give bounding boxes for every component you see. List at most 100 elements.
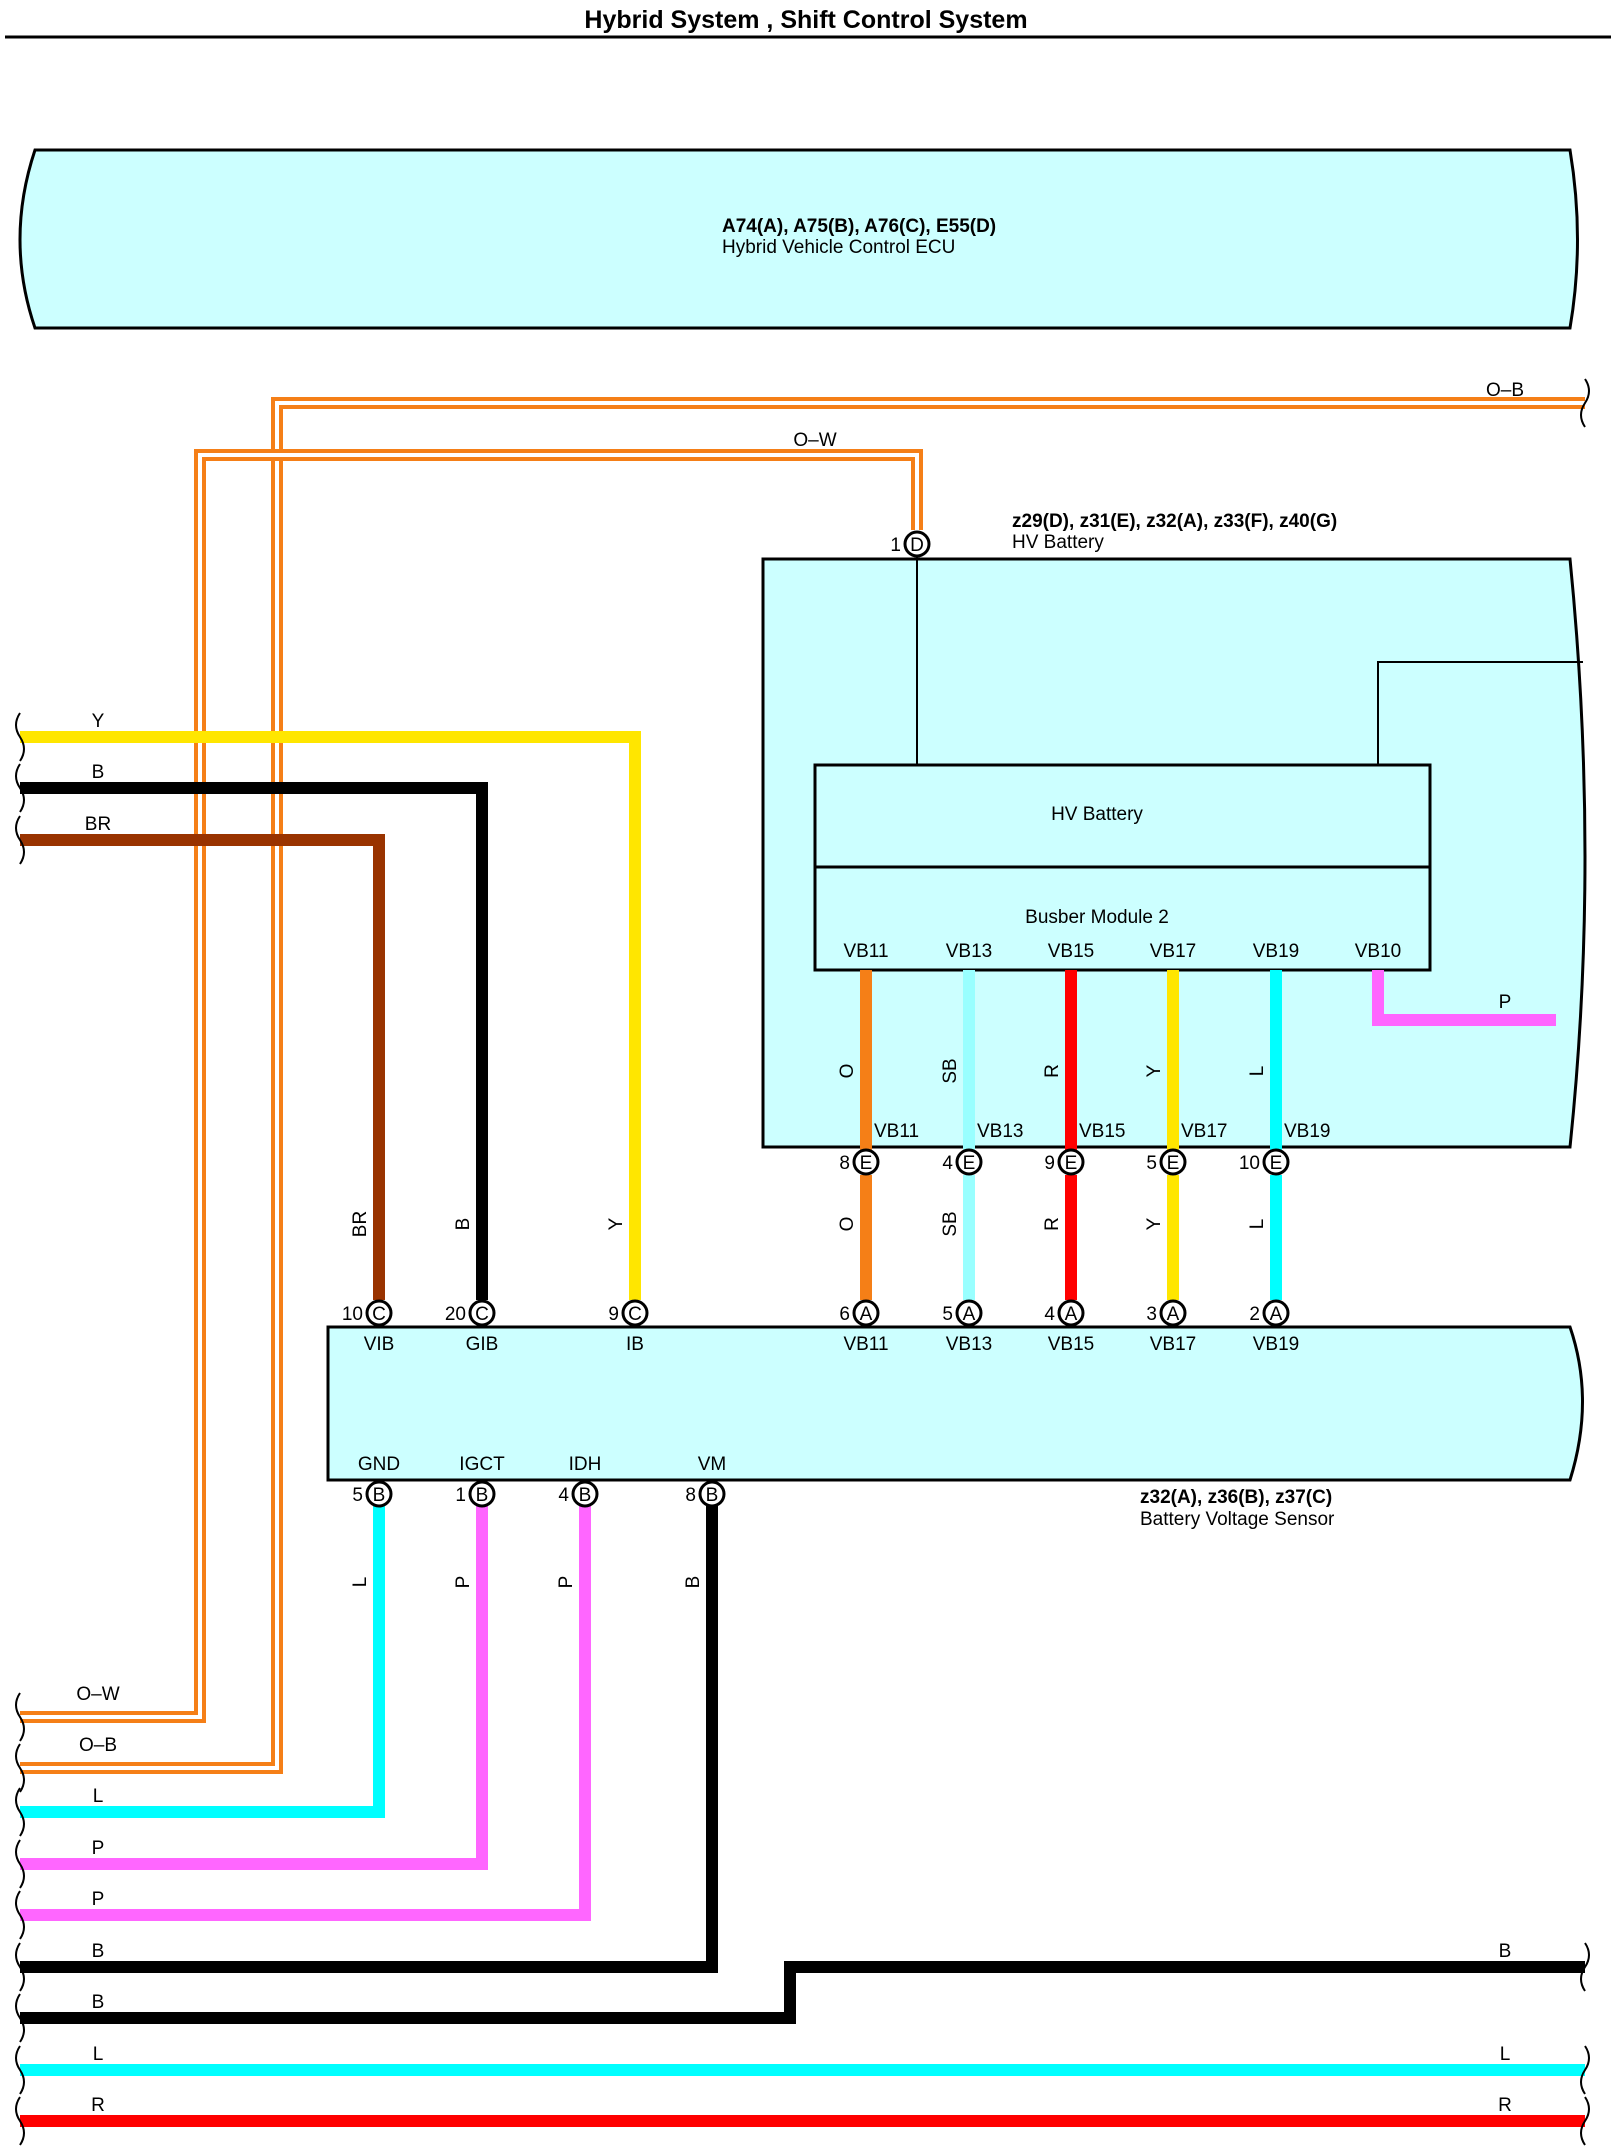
pin-name-e9: VB15	[1079, 1121, 1125, 1142]
wire-b-gib	[20, 782, 488, 1300]
wire-label-o-w-top: O–W	[793, 430, 836, 451]
wire-label-y-left: Y	[92, 711, 105, 732]
page-title: Hybrid System , Shift Control System	[584, 6, 1027, 34]
pin-conn-c9: C	[628, 1304, 642, 1325]
wire-y-ib	[20, 731, 641, 1300]
pin-conn-d1: D	[910, 535, 924, 556]
busbar-terminal-vb13: VB13	[946, 941, 992, 962]
pin-name-vib: VIB	[364, 1334, 395, 1355]
pin-conn-e5: E	[1167, 1153, 1180, 1174]
wire-l-gnd	[20, 1505, 385, 1818]
pin-conn-e4: E	[963, 1153, 976, 1174]
pin-name-a6: VB11	[843, 1334, 888, 1355]
wire-label-l-left-2: L	[93, 2044, 104, 2065]
wire-label-sb-mid: SB	[940, 1211, 961, 1236]
pin-conn-a6: A	[860, 1304, 873, 1325]
wire-label-o-inner: O	[837, 1064, 858, 1079]
busbar-terminal-vb11: VB11	[843, 941, 888, 962]
pin-name-e5: VB17	[1181, 1121, 1227, 1142]
pin-num-e5: 5	[1146, 1153, 1157, 1174]
pin-num-c10: 10	[342, 1304, 363, 1325]
pin-circle-b1	[468, 1480, 496, 1508]
ecu-connectors: A74(A), A75(B), A76(C), E55(D)	[722, 216, 996, 237]
wire-label-b-left-1: B	[92, 1941, 105, 1962]
hv-battery-connectors: z29(D), z31(E), z32(A), z33(F), z40(G)	[1012, 511, 1337, 532]
pin-circle-e5	[1159, 1148, 1187, 1176]
pin-circles	[365, 530, 1290, 1508]
wire-label-y-vertical: Y	[606, 1217, 627, 1230]
pin-num-b1: 1	[455, 1485, 466, 1506]
sensor-box	[326, 1325, 1584, 1482]
pin-conn-a2: A	[1270, 1304, 1283, 1325]
wire-label-r-inner: R	[1042, 1064, 1063, 1078]
pin-circle-a2	[1262, 1299, 1290, 1327]
pin-circle-a3	[1159, 1299, 1187, 1327]
wire-br-vib	[20, 834, 385, 1300]
wire-label-b-left-2: B	[92, 1992, 105, 2013]
wire-label-r-left: R	[91, 2095, 105, 2116]
pin-num-a2: 2	[1249, 1304, 1260, 1325]
pin-name-e4: VB13	[977, 1121, 1023, 1142]
hv-battery-inner-label: HV Battery	[1051, 804, 1143, 825]
right-break-marks	[1580, 378, 1590, 2146]
left-break-marks	[15, 712, 25, 2146]
pin-circle-a5	[955, 1299, 983, 1327]
pin-num-e8: 8	[839, 1153, 850, 1174]
wire-label-r-right: R	[1498, 2095, 1512, 2116]
wire-o-b-double	[20, 397, 1585, 1774]
pin-name-e10: VB19	[1284, 1121, 1330, 1142]
pin-num-e4: 4	[942, 1153, 953, 1174]
wire-label-p-vb10: P	[1499, 992, 1512, 1013]
pin-name-a2: VB19	[1253, 1334, 1299, 1355]
ecu-name: Hybrid Vehicle Control ECU	[722, 237, 955, 258]
wire-label-o-b-top: O–B	[1486, 380, 1524, 401]
pin-name-ib: IB	[626, 1334, 644, 1355]
pin-circle-e9	[1057, 1148, 1085, 1176]
pin-name-a3: VB17	[1150, 1334, 1196, 1355]
busbar-terminal-vb10: VB10	[1355, 941, 1401, 962]
pin-conn-a3: A	[1167, 1304, 1180, 1325]
wire-o-w-double	[20, 449, 923, 1723]
wire-p-vb10	[1372, 970, 1556, 1026]
pin-num-c9: 9	[608, 1304, 619, 1325]
pin-num-a5: 5	[942, 1304, 953, 1325]
pin-num-a6: 6	[839, 1304, 850, 1325]
pin-conn-b4: B	[579, 1485, 592, 1506]
wire-label-o-w-left: O–W	[76, 1684, 119, 1705]
wire-label-l-inner: L	[1247, 1066, 1268, 1077]
pin-circle-e10	[1262, 1148, 1290, 1176]
wire-label-y-mid: Y	[1144, 1217, 1165, 1230]
pin-circle-c10	[365, 1299, 393, 1327]
wire-label-b-vertical: B	[453, 1218, 474, 1231]
pin-circle-b4	[571, 1480, 599, 1508]
pin-conn-a4: A	[1065, 1304, 1078, 1325]
busbar-terminal-vb19: VB19	[1253, 941, 1299, 962]
pin-circle-c9	[621, 1299, 649, 1327]
pin-num-e9: 9	[1044, 1153, 1055, 1174]
wire-label-b-left: B	[92, 762, 105, 783]
right-inner-line	[1377, 661, 1583, 765]
wire-label-o-mid: O	[837, 1217, 858, 1232]
pin-conn-b8: B	[706, 1485, 719, 1506]
pin-circle-a4	[1057, 1299, 1085, 1327]
sensor-name: Battery Voltage Sensor	[1140, 1509, 1335, 1530]
pin-conn-a5: A	[963, 1304, 976, 1325]
wire-label-p-left-1: P	[92, 1838, 105, 1859]
pin-name-igct: IGCT	[459, 1454, 505, 1475]
pin-num-b4: 4	[558, 1485, 569, 1506]
pin-name-gib: GIB	[466, 1334, 499, 1355]
busbar-terminal-vb15: VB15	[1048, 941, 1094, 962]
pin-num-a4: 4	[1044, 1304, 1055, 1325]
pin-conn-b5: B	[373, 1485, 386, 1506]
pin-conn-c20: C	[475, 1304, 489, 1325]
pin-name-gnd: GND	[358, 1454, 400, 1475]
busbar-terminal-vb17: VB17	[1150, 941, 1196, 962]
pin-conn-e8: E	[860, 1153, 873, 1174]
pin-conn-e9: E	[1065, 1153, 1078, 1174]
sensor-connectors: z32(A), z36(B), z37(C)	[1140, 1487, 1332, 1508]
pin-num-b8: 8	[685, 1485, 696, 1506]
pin-circle-c20	[468, 1299, 496, 1327]
wire-b-vm	[20, 1505, 718, 1973]
pin-num-d1: 1	[890, 535, 901, 556]
